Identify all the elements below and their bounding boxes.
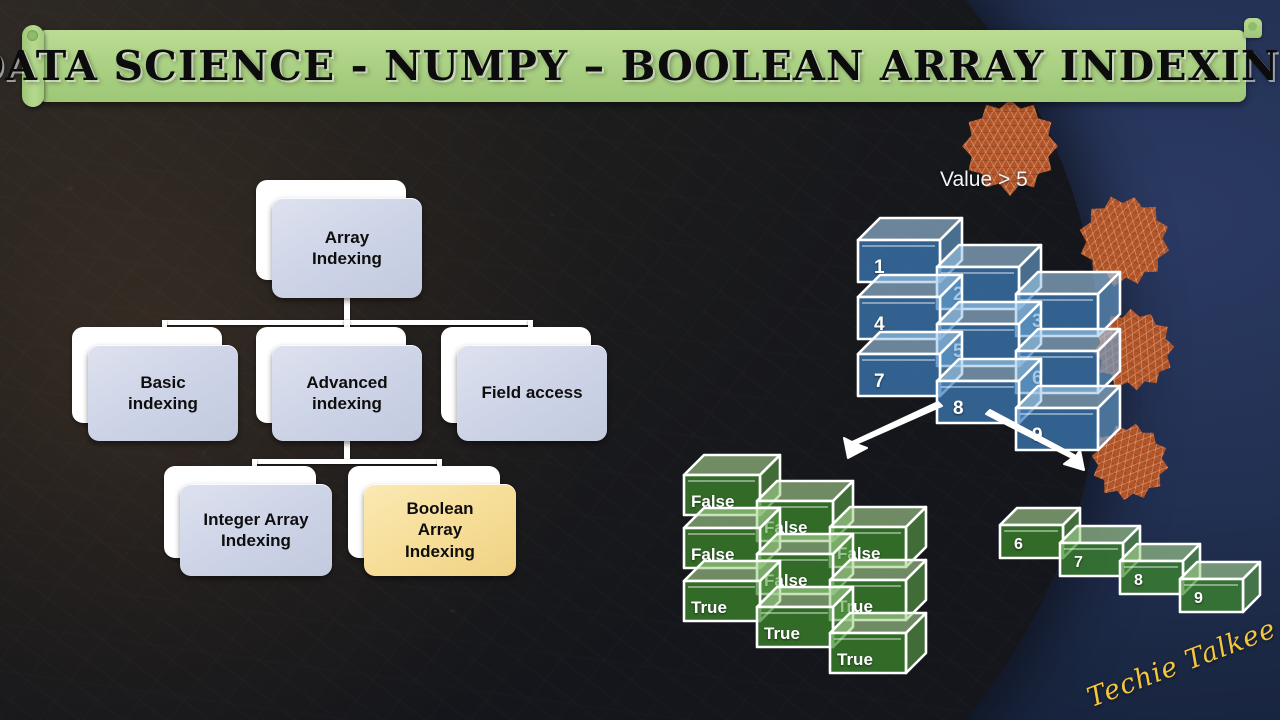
input-array-grid: 123456789 [856,216,1138,452]
arrow-to-mask-icon [843,401,943,459]
condition-label: Value > 5 [940,168,1028,191]
arrow-to-result-icon [985,409,1085,471]
flow-node-field-access[interactable]: Field access [441,327,607,441]
connector-advanced-stem [344,441,350,463]
banner-left-curl-icon [22,25,44,107]
connector-level2-bus [252,459,442,464]
flow-node-label: Field access [457,345,607,441]
connector-root-stem [344,298,350,322]
mask-block-true: True [828,611,928,675]
title-banner: Data Science - NumPy – Boolean Array Ind… [0,18,1280,107]
title-banner-body [38,30,1246,102]
result-block-7: 7 [1058,524,1142,578]
mask-block-false: False [682,506,782,570]
banner-right-curl-icon [1244,18,1262,38]
result-block-9: 9 [1178,560,1262,614]
page-title: Data Science - NumPy – Boolean Array Ind… [0,42,1280,90]
